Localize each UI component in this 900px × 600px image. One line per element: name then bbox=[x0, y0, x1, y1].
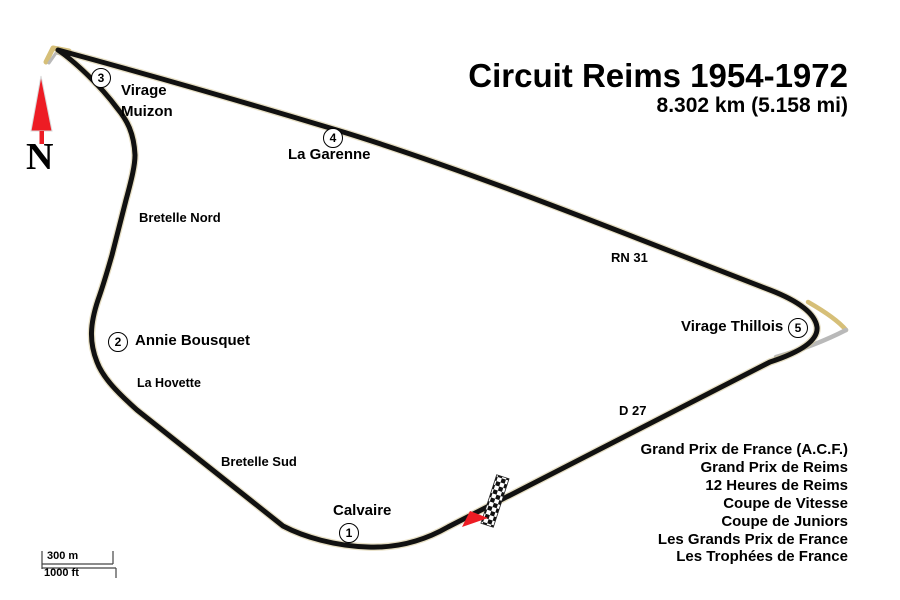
track-outline bbox=[55, 47, 820, 550]
corner-label-virage-thillois: Virage Thillois bbox=[681, 318, 784, 335]
corner-label-virage-muizon: Virage Muizon bbox=[121, 80, 173, 122]
corner-label-virage-muizon-line2: Muizon bbox=[121, 103, 173, 120]
corner-badge-3: 3 bbox=[91, 68, 111, 88]
road-label-la-hovette: La Hovette bbox=[137, 376, 201, 390]
corner-badge-5: 5 bbox=[788, 318, 808, 338]
event-item: 12 Heures de Reims bbox=[705, 476, 848, 494]
event-item: Coupe de Vitesse bbox=[723, 494, 848, 512]
circuit-length: 8.302 km (5.158 mi) bbox=[656, 94, 848, 117]
corner-label-annie-bousquet: Annie Bousquet bbox=[135, 332, 250, 349]
scale-metric-label: 300 m bbox=[47, 550, 79, 562]
corner-badge-1: 1 bbox=[339, 523, 359, 543]
corner-label-calvaire: Calvaire bbox=[333, 502, 392, 519]
road-label-rn31: RN 31 bbox=[611, 250, 648, 265]
events-list: Grand Prix de France (A.C.F.) Grand Prix… bbox=[640, 441, 848, 566]
road-label-bretelle-sud: Bretelle Sud bbox=[221, 454, 297, 469]
event-item: Grand Prix de France (A.C.F.) bbox=[640, 441, 848, 458]
event-item: Grand Prix de Reims bbox=[700, 458, 848, 476]
north-label: N bbox=[26, 136, 54, 178]
title-block: Circuit Reims 1954-1972 8.302 km (5.158 … bbox=[468, 58, 848, 118]
scale-bar bbox=[41, 551, 117, 578]
road-label-d27: D 27 bbox=[619, 403, 647, 418]
corner-badge-4: 4 bbox=[323, 128, 343, 148]
event-item: Coupe de Juniors bbox=[721, 512, 848, 530]
road-label-bretelle-nord: Bretelle Nord bbox=[139, 210, 221, 225]
scale-imperial-label: 1000 ft bbox=[44, 567, 79, 579]
event-item: Les Grands Prix de France bbox=[657, 530, 848, 548]
corner-label-la-garenne: La Garenne bbox=[288, 146, 371, 163]
corner-badge-2: 2 bbox=[108, 332, 128, 352]
start-finish-checker bbox=[480, 474, 510, 528]
direction-arrow-icon bbox=[462, 511, 488, 527]
corner-label-virage-muizon-line1: Virage bbox=[121, 82, 167, 99]
north-arrow-icon bbox=[30, 75, 53, 144]
event-item: Les Trophées de France bbox=[676, 548, 848, 566]
circuit-title: Circuit Reims 1954-1972 bbox=[468, 57, 848, 94]
